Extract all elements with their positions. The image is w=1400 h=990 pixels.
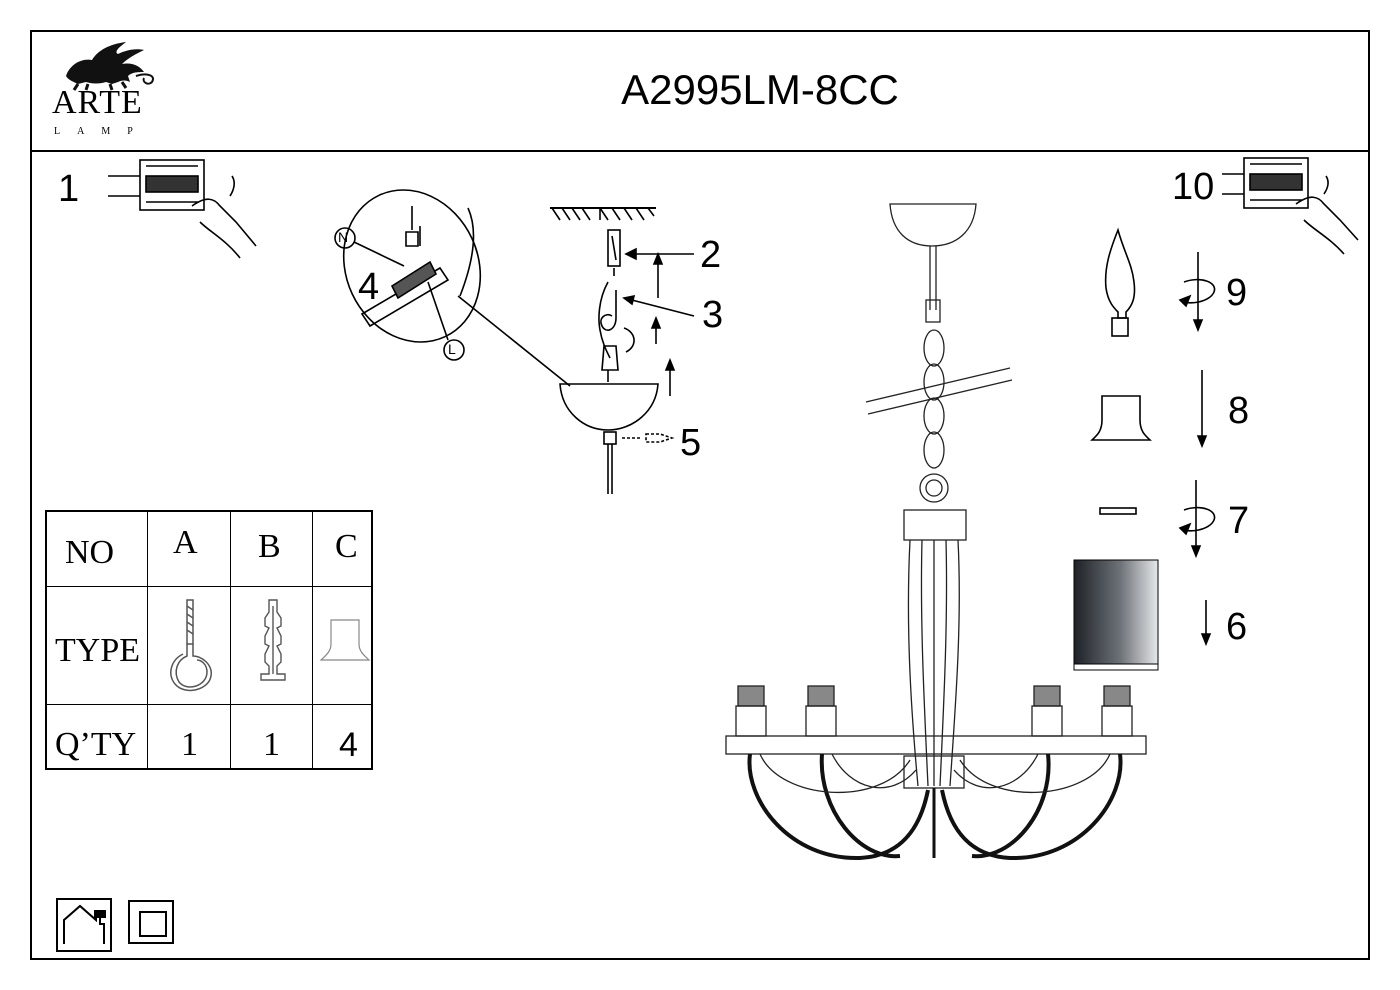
qty-a: 1 — [181, 726, 198, 763]
griffin-logo-icon — [66, 42, 154, 91]
table-grid-line — [147, 512, 148, 768]
neutral-wire-label: N — [338, 229, 349, 245]
step-1-label: 1 — [58, 168, 80, 210]
brand-name: ARTE — [52, 84, 143, 121]
column-c-header: C — [335, 528, 358, 565]
fixing-ring-icon — [1099, 480, 1216, 559]
wiring-detail-ellipse — [334, 189, 571, 387]
qty-c: 4 — [339, 726, 358, 764]
double-insulation-inner-square — [139, 911, 167, 937]
bulb-socket-icon — [735, 685, 1133, 737]
chandelier-drawing — [725, 203, 1147, 861]
column-a-header: A — [173, 524, 198, 561]
wall-plug-icon — [260, 599, 286, 681]
step-2-label: 2 — [700, 234, 722, 276]
step-4-label: 4 — [358, 266, 380, 308]
step-3-label: 3 — [702, 294, 724, 336]
table-grid-line — [312, 512, 313, 768]
column-b-header: B — [258, 528, 281, 565]
model-number: A2995LM-8CC — [621, 66, 899, 113]
indoor-use-icon — [56, 898, 112, 952]
row-header-type: TYPE — [55, 632, 140, 669]
screw-hook-icon — [170, 599, 212, 692]
ceiling-hook-assembly — [550, 207, 695, 494]
terminal-block-icon — [108, 159, 257, 259]
step-10-label: 10 — [1172, 166, 1215, 208]
candle-cup-icon — [319, 619, 371, 661]
step-6-label: 6 — [1226, 606, 1248, 648]
terminal-block-icon — [1222, 157, 1359, 255]
step-5-label: 5 — [680, 422, 702, 464]
live-wire-label: L — [448, 341, 456, 357]
row-header-no: NO — [65, 534, 115, 571]
candle-bulb-icon — [1104, 227, 1216, 337]
row-header-qty: Q’TY — [55, 726, 137, 763]
table-grid-line — [230, 512, 231, 768]
document-frame — [30, 30, 1370, 960]
step-9-label: 9 — [1226, 272, 1248, 314]
double-insulation-icon — [128, 900, 174, 944]
brand-subtitle: LAMP — [54, 126, 150, 137]
table-grid-line — [47, 586, 371, 587]
qty-b: 1 — [263, 726, 280, 763]
lamp-shade-icon — [1073, 559, 1159, 671]
table-grid-line — [47, 704, 371, 705]
parts-table: NO TYPE Q’TY A B C 1 1 4 — [45, 510, 373, 770]
step-7-label: 7 — [1228, 500, 1250, 542]
step-8-label: 8 — [1228, 390, 1250, 432]
candle-cup-icon — [1090, 370, 1208, 449]
header-divider — [30, 150, 1370, 152]
